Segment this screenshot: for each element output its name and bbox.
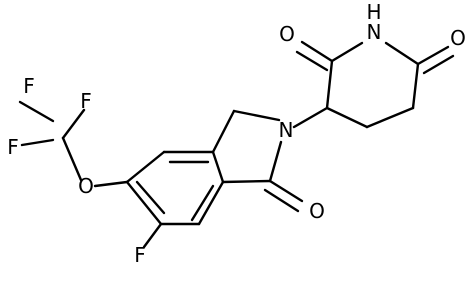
atom-labels: F F F O F N O O N H O: [7, 0, 466, 267]
atom-f2: F: [80, 89, 92, 113]
atom-o-imide-left: O: [279, 22, 295, 46]
bond-f3-c: [20, 138, 55, 147]
bond-n-c3: [292, 106, 329, 129]
bond-c6-o: [416, 45, 450, 66]
bond-c3a-ch2: [211, 109, 236, 154]
bond-c2-c3: [325, 59, 334, 110]
atom-o-imide-right: O: [450, 26, 466, 50]
atom-f3: F: [7, 135, 19, 159]
atom-o-lactam: O: [309, 199, 325, 223]
atom-o-ether: O: [78, 174, 94, 198]
bond-c5-c6: [411, 62, 420, 110]
bond-c1-c7a: [221, 179, 272, 184]
bond-c4-c5: [365, 106, 415, 129]
bond-c1-o: [268, 179, 304, 203]
bond-ring-c6-c5-inner: [135, 180, 166, 215]
bond-c3-c4: [325, 106, 369, 129]
bond-nh-c2: [330, 41, 364, 63]
atom-h-imide: H: [366, 0, 381, 24]
atom-n-lactam: N: [279, 118, 294, 142]
bond-ring-c3a-c7a: [211, 150, 225, 184]
bond-n-c1: [268, 140, 283, 183]
bond-f2-c: [61, 108, 86, 140]
bond-c6-o-double: [422, 54, 455, 75]
atom-f-ring: F: [134, 243, 146, 267]
bond-c1-o-double: [263, 188, 300, 213]
bond-o-ether-ring: [93, 180, 129, 188]
bond-f1-c: [18, 100, 55, 123]
bond-ring-c7a-c7-inner: [190, 184, 215, 222]
bond-ring-c7a-c7: [197, 180, 225, 226]
bond-c6-nh: [384, 41, 420, 66]
atom-f1: F: [23, 74, 35, 98]
bond-c2-o: [300, 40, 334, 63]
bond-ring-c5-c4: [125, 150, 166, 184]
atom-n-imide: N: [367, 20, 382, 44]
bond-c-o-ether: [61, 136, 83, 182]
bond-ring-c6-c5: [125, 180, 163, 226]
bond-ch2-n: [232, 109, 281, 122]
bonds: [18, 40, 455, 249]
bond-c2-o-double: [295, 50, 329, 72]
bond-ring-c6-f: [142, 222, 163, 249]
